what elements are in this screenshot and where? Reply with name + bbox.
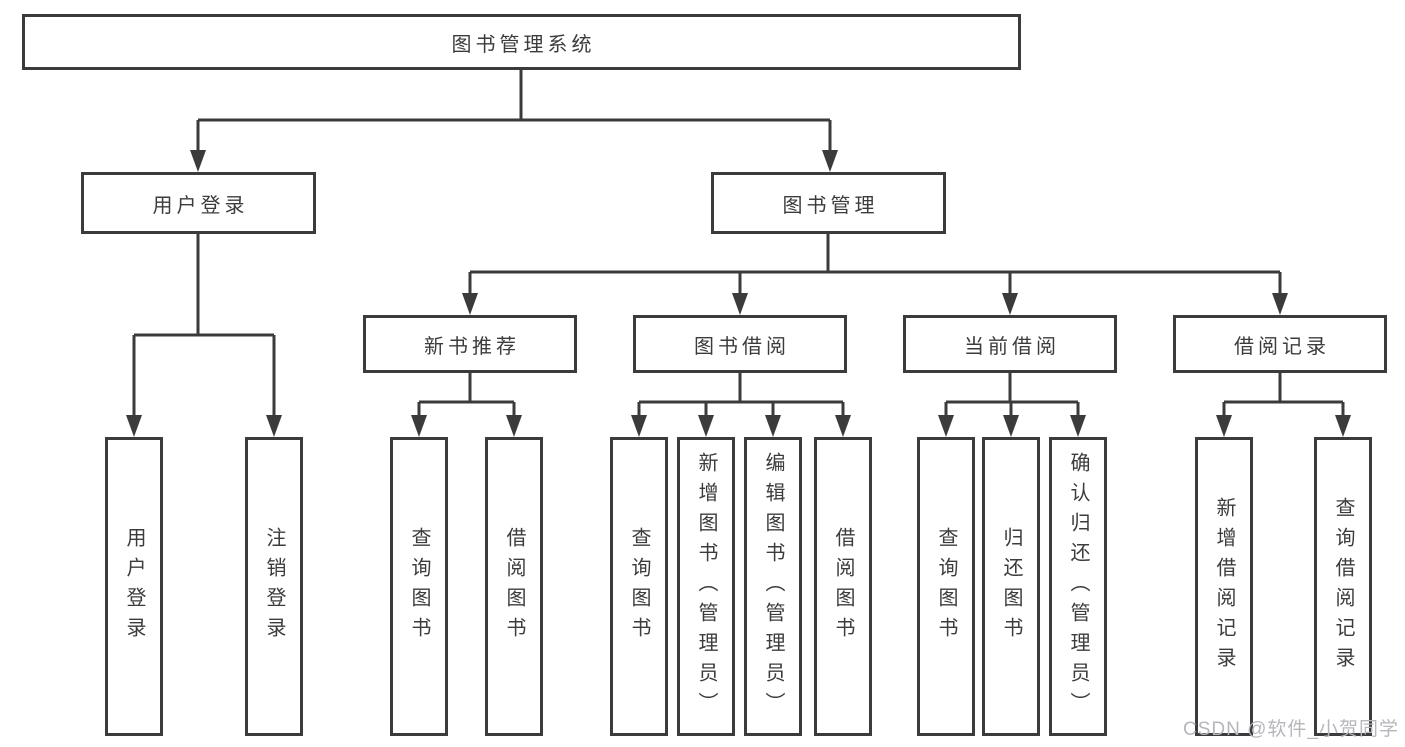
leaf-add-books-admin: 新增图书（管理员） [677, 437, 735, 736]
leaf-query-books-2: 查询图书 [610, 437, 668, 736]
node-label: 图书管理系统 [451, 33, 596, 56]
leaf-query-borrow-record: 查询借阅记录 [1314, 437, 1372, 736]
node-new-book-recommend: 新书推荐 [363, 315, 577, 373]
node-label: 新增借阅记录 [1213, 496, 1235, 677]
leaf-logout: 注销登录 [245, 437, 303, 736]
leaf-add-borrow-record: 新增借阅记录 [1195, 437, 1253, 736]
node-label: 查询图书 [408, 526, 430, 647]
leaf-user-login: 用户登录 [105, 437, 163, 736]
node-root-system: 图书管理系统 [22, 14, 1021, 70]
csdn-watermark: CSDN @软件_小贺同学 [1183, 719, 1399, 740]
connector-book-management-fan [468, 234, 1282, 295]
node-book-borrow: 图书借阅 [633, 315, 847, 373]
node-label: 查询图书 [935, 526, 957, 647]
node-label: 借阅图书 [503, 526, 525, 647]
node-label: 图书借阅 [694, 335, 790, 358]
connector-root-to-level2 [196, 70, 832, 152]
node-label: 新增图书（管理员） [695, 451, 717, 722]
node-label: 当前借阅 [964, 335, 1060, 358]
node-label: 确认归还（管理员） [1067, 451, 1089, 722]
connector-user-login-fan [132, 234, 276, 417]
node-label: 新书推荐 [424, 335, 520, 358]
node-label: 用户登录 [123, 526, 145, 647]
node-label: 查询借阅记录 [1332, 496, 1354, 677]
leaf-edit-books-admin: 编辑图书（管理员） [744, 437, 802, 736]
node-label: 归还图书 [1000, 526, 1022, 647]
node-current-borrow: 当前借阅 [903, 315, 1117, 373]
node-label: 注销登录 [263, 526, 285, 647]
leaf-confirm-return-admin: 确认归还（管理员） [1049, 437, 1107, 736]
node-label: 图书管理 [782, 194, 879, 217]
node-label: 查询图书 [628, 526, 650, 647]
node-label: 借阅图书 [832, 526, 854, 647]
node-book-management: 图书管理 [711, 172, 946, 234]
connector-borrow-records-fan [1222, 373, 1345, 417]
leaf-query-books-1: 查询图书 [390, 437, 448, 736]
node-label: 用户登录 [152, 194, 249, 217]
leaf-query-books-3: 查询图书 [917, 437, 975, 736]
leaf-borrow-books-1: 借阅图书 [485, 437, 543, 736]
connector-book-borrow-fan [637, 373, 845, 417]
connector-new-books-fan [417, 373, 516, 417]
node-label: 借阅记录 [1234, 335, 1330, 358]
leaf-borrow-books-2: 借阅图书 [814, 437, 872, 736]
node-label: 编辑图书（管理员） [762, 451, 784, 722]
leaf-return-books: 归还图书 [982, 437, 1040, 736]
connector-current-borrow-fan [944, 373, 1080, 417]
arrowheads [126, 150, 1351, 437]
node-user-login: 用户登录 [81, 172, 316, 234]
node-borrow-records: 借阅记录 [1173, 315, 1387, 373]
